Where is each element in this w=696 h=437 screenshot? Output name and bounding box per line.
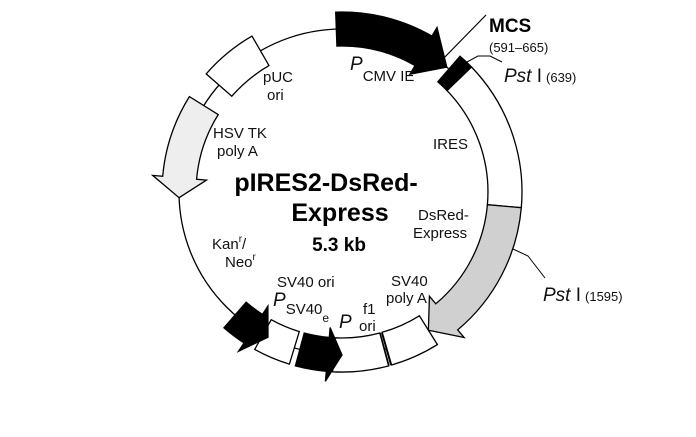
psv40-e: e (322, 311, 329, 325)
psv40-subscript: SV40 (286, 301, 323, 318)
puc-ori-label-2: ori (267, 87, 284, 104)
plasmid-size: 5.3 kb (312, 235, 366, 256)
pcmv-subscript: CMV IE (363, 68, 415, 85)
dsred-label-2: Express (413, 225, 467, 242)
f1-ori-label-1: f1 (363, 301, 376, 318)
promoter-p: P (350, 54, 363, 75)
neo-label: Neor (225, 252, 257, 271)
mcs-label: MCS (489, 16, 531, 37)
hsv-tk-label-2: poly A (217, 143, 258, 160)
segment-divider (379, 332, 390, 366)
kan-neo-arrow (150, 95, 220, 199)
hsv-tk-polya-box (205, 35, 270, 98)
pst1-639-label: Pst I (639) (504, 66, 576, 87)
dsred-label-1: DsRed- (418, 207, 469, 224)
kan-text: Kan (212, 236, 239, 253)
pcmv-promoter-arrow (335, 11, 448, 76)
mcs-range: (591–665) (489, 40, 548, 55)
pst1-position: (1595) (585, 289, 623, 304)
puc-ori-label-1: pUC (263, 69, 293, 86)
plasmid-name-line2: Express (291, 199, 388, 227)
sv40-polya-label-2: poly A (386, 290, 427, 307)
psv40-label: PSV40e (273, 290, 329, 325)
neo-text: Neo (225, 254, 253, 271)
pst1-name: Pst (504, 66, 532, 87)
ires-label: IRES (433, 136, 468, 153)
pst1-roman: I (531, 66, 542, 87)
pst1-1595-leader-line (512, 248, 546, 279)
pcmv-label: PCMV IE (350, 54, 414, 85)
kan-label: Kanr/ (212, 234, 247, 253)
promoter-p: P (273, 290, 286, 311)
pst1-position: (639) (546, 70, 576, 85)
sv40-ori-label: SV40 ori (277, 274, 335, 291)
sv40-polya-box (381, 314, 439, 366)
segment-divider (381, 332, 392, 366)
neo-sup: r (253, 252, 257, 263)
plasmid-name-line1: pIRES2-DsRed- (234, 169, 417, 197)
pst1-1595-label: Pst I (1595) (543, 285, 623, 306)
psv40-promoter-arrow (222, 301, 269, 353)
p-promoter-arrow (294, 327, 343, 382)
pst1-name: Pst (543, 285, 571, 306)
pst1-639-leader-line (466, 55, 503, 63)
kan-slash: / (242, 236, 247, 253)
f1-ori-label-2: ori (359, 318, 376, 335)
sv40-polya-label-1: SV40 (391, 273, 428, 290)
mcs-leader-line (439, 14, 487, 63)
kan-sup: r (239, 234, 243, 245)
promoter-p-label: P (339, 312, 352, 333)
hsv-tk-label-1: HSV TK (213, 125, 267, 142)
pst1-roman: I (570, 285, 581, 306)
